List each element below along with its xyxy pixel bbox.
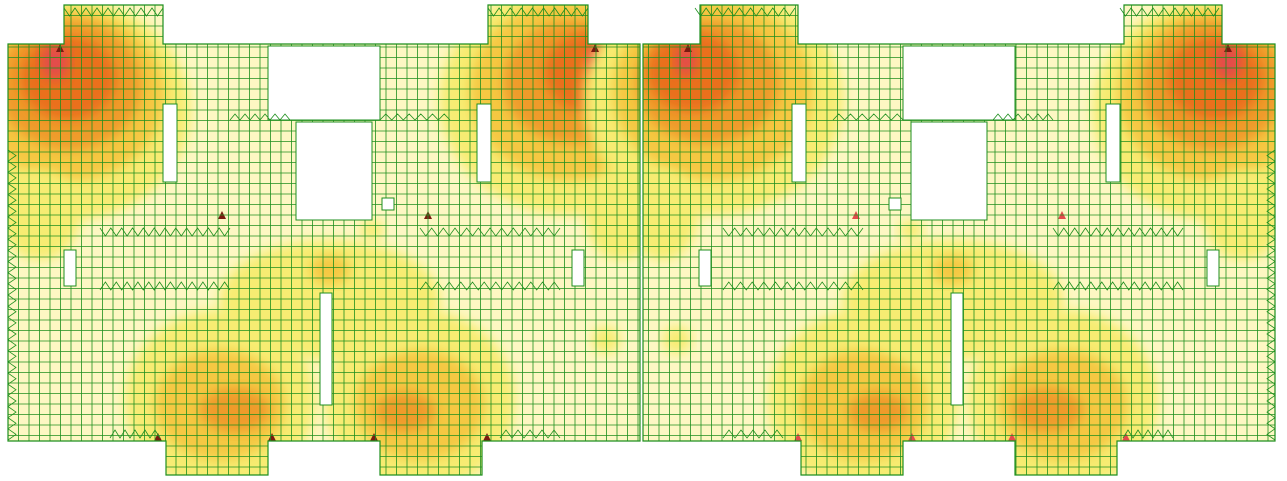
singularity-marker [591, 44, 599, 52]
slab-opening [910, 121, 988, 221]
slab-opening [319, 292, 333, 406]
slab-opening [571, 249, 585, 287]
singularity-marker [268, 433, 276, 441]
contour-blob-level1 [663, 326, 691, 354]
slab-opening [476, 103, 492, 183]
contour-blob-level1 [360, 220, 384, 240]
slab-opening [950, 292, 964, 406]
singularity-marker [56, 44, 64, 52]
slab-opening [791, 103, 807, 183]
slab-opening [902, 45, 1016, 121]
singularity-marker [370, 433, 378, 441]
openings-layer [7, 7, 1276, 441]
singularity-marker [794, 433, 802, 441]
slab-opening [267, 45, 381, 121]
slab-opening [381, 197, 395, 211]
singularity-marker [1122, 433, 1130, 441]
contour-blob-level3 [848, 392, 908, 432]
slab-outline [7, 4, 1276, 476]
slab-opening [1206, 249, 1220, 287]
slab-opening [888, 197, 902, 211]
singularity-marker [154, 433, 162, 441]
slab-opening [63, 249, 77, 287]
contour-blob-level5 [1214, 44, 1242, 80]
contour-blob-level3 [375, 392, 435, 432]
contour-blob-level4 [20, 36, 116, 120]
singularity-marker [483, 433, 491, 441]
singularity-marker [1008, 433, 1016, 441]
contour-blob-level4 [647, 32, 739, 112]
contour-blob-level3 [1013, 388, 1083, 432]
contour-blob-level4 [1167, 36, 1263, 120]
slab-opening [1105, 103, 1121, 183]
singularity-marker [908, 433, 916, 441]
contour-blob-level2 [310, 255, 350, 285]
slab-opening [162, 103, 178, 183]
slab-opening [295, 121, 373, 221]
singularity-marker [684, 44, 692, 52]
contour-blob-level3 [200, 388, 270, 432]
contour-blob-level5 [41, 44, 69, 80]
slab-opening [698, 249, 712, 287]
contour-blob-level1 [592, 326, 620, 354]
